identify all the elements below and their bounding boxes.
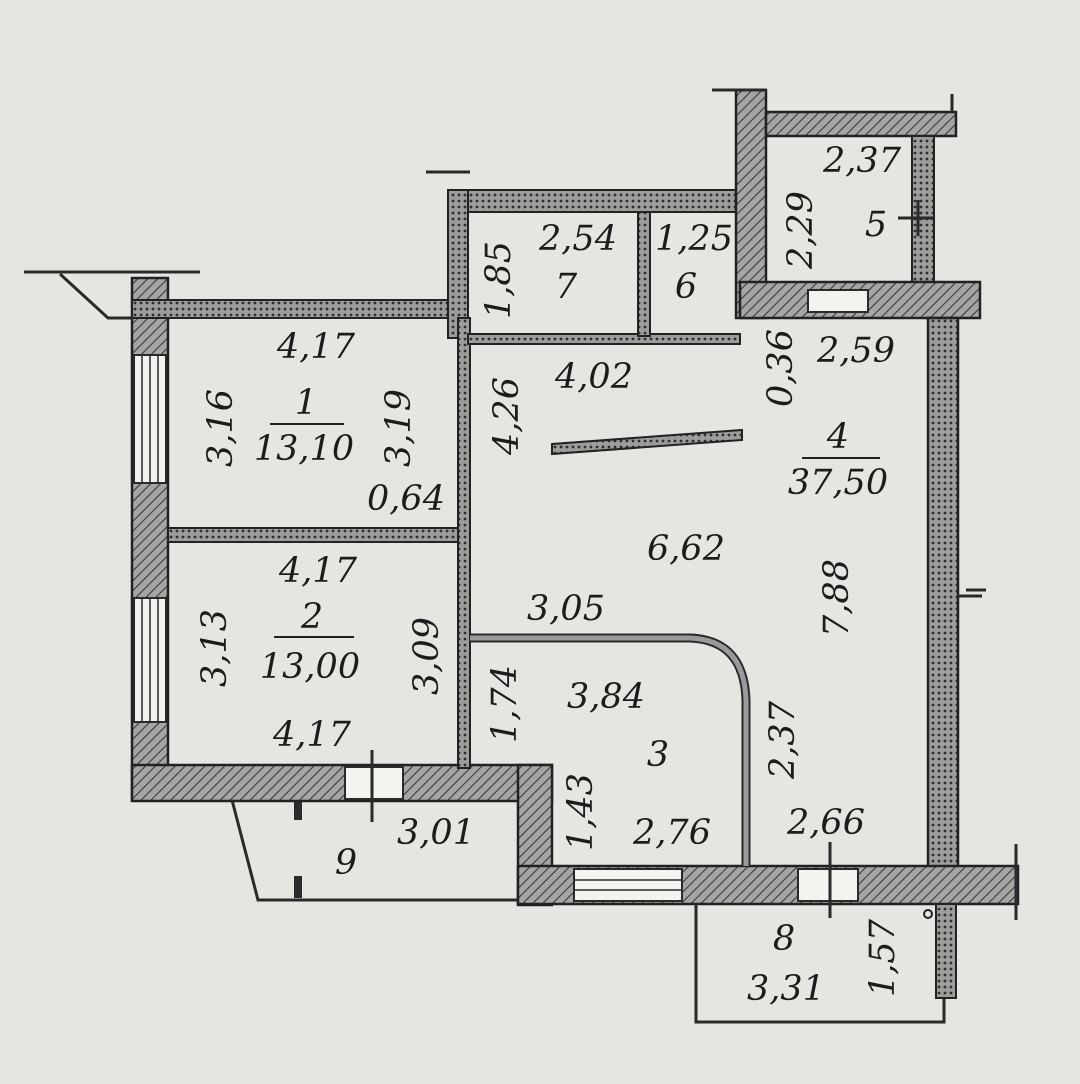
room-2-width-bottom: 4,17 bbox=[272, 715, 352, 755]
window-kitchen bbox=[573, 868, 683, 902]
exterior-walls bbox=[130, 88, 1020, 907]
room-7-number: 7 bbox=[555, 267, 578, 307]
balconies bbox=[230, 799, 957, 1024]
hall-height: 4,26 bbox=[487, 377, 527, 456]
corridor-width: 3,05 bbox=[527, 589, 605, 629]
room-4-labels: 2,59 0,36 4,02 4,26 6,62 4 37,50 7,88 2,… bbox=[487, 329, 895, 843]
door-balcony-9 bbox=[344, 766, 404, 800]
room-1-height-right: 3,19 bbox=[379, 389, 419, 467]
room-5-number: 5 bbox=[865, 205, 887, 245]
room-6-number: 6 bbox=[675, 267, 697, 307]
room-4-niche: 0,36 bbox=[761, 329, 801, 407]
room-4-area: 37,50 bbox=[788, 463, 888, 503]
room-9-number: 9 bbox=[335, 843, 357, 883]
room-1-number: 1 bbox=[295, 383, 317, 423]
room-6-labels: 1,25 6 bbox=[655, 219, 733, 307]
room-5-height: 2,29 bbox=[781, 191, 821, 270]
room-9-labels: 3,01 9 bbox=[335, 813, 475, 883]
room-8-height: 1,57 bbox=[863, 918, 903, 997]
room-5-labels: 2,37 5 2,29 bbox=[781, 141, 902, 270]
room-4-width-top: 2,59 bbox=[816, 331, 895, 371]
room-9-width: 3,01 bbox=[397, 813, 475, 853]
room-2-width-top: 4,17 bbox=[278, 551, 358, 591]
room-1-area: 13,10 bbox=[254, 429, 354, 469]
door-balcony-8 bbox=[797, 868, 859, 902]
room-2-area: 13,00 bbox=[260, 647, 360, 687]
room-1-labels: 4,17 1 13,10 3,16 3,19 0,64 bbox=[201, 327, 445, 519]
room-4-height: 7,88 bbox=[817, 559, 857, 637]
room-3-width: 3,84 bbox=[567, 677, 645, 717]
room-2-height-left: 3,13 bbox=[195, 609, 235, 687]
room-3-width-bottom: 2,76 bbox=[632, 813, 711, 853]
room-1-notch: 0,64 bbox=[367, 479, 445, 519]
room-2-labels: 4,17 2 13,00 3,13 3,09 4,17 bbox=[195, 551, 447, 755]
hall-width: 4,02 bbox=[554, 357, 633, 397]
room-4-number: 4 bbox=[826, 417, 849, 457]
room-8-labels: 8 3,31 1,57 bbox=[747, 918, 903, 1009]
room-7-labels: 2,54 7 1,85 bbox=[479, 219, 617, 319]
room-4-width-bottom: 2,66 bbox=[786, 803, 865, 843]
room-3-labels: 3,84 3 1,74 1,43 2,76 2,37 3,05 bbox=[485, 589, 803, 853]
room-3-curve-length: 2,37 bbox=[763, 700, 803, 780]
room-6-width: 1,25 bbox=[655, 219, 733, 259]
misc-lines bbox=[24, 88, 1018, 920]
room-7-height: 1,85 bbox=[479, 241, 519, 319]
room-3-number: 3 bbox=[647, 735, 669, 775]
room-7-width: 2,54 bbox=[538, 219, 617, 259]
hall-length: 6,62 bbox=[647, 529, 725, 569]
room-8-width: 3,31 bbox=[747, 969, 825, 1009]
room-3-height-upper: 1,74 bbox=[485, 665, 525, 743]
room-5-width: 2,37 bbox=[822, 141, 902, 181]
room-1-width-top: 4,17 bbox=[276, 327, 356, 367]
room-3-height-lower: 1,43 bbox=[561, 773, 601, 851]
room-2-number: 2 bbox=[300, 597, 323, 637]
room-8-number: 8 bbox=[773, 919, 795, 959]
room-2-height-right: 3,09 bbox=[407, 617, 447, 695]
counter-partition bbox=[551, 428, 743, 456]
room-1-height-left: 3,16 bbox=[201, 389, 241, 467]
interior-walls bbox=[167, 211, 751, 866]
